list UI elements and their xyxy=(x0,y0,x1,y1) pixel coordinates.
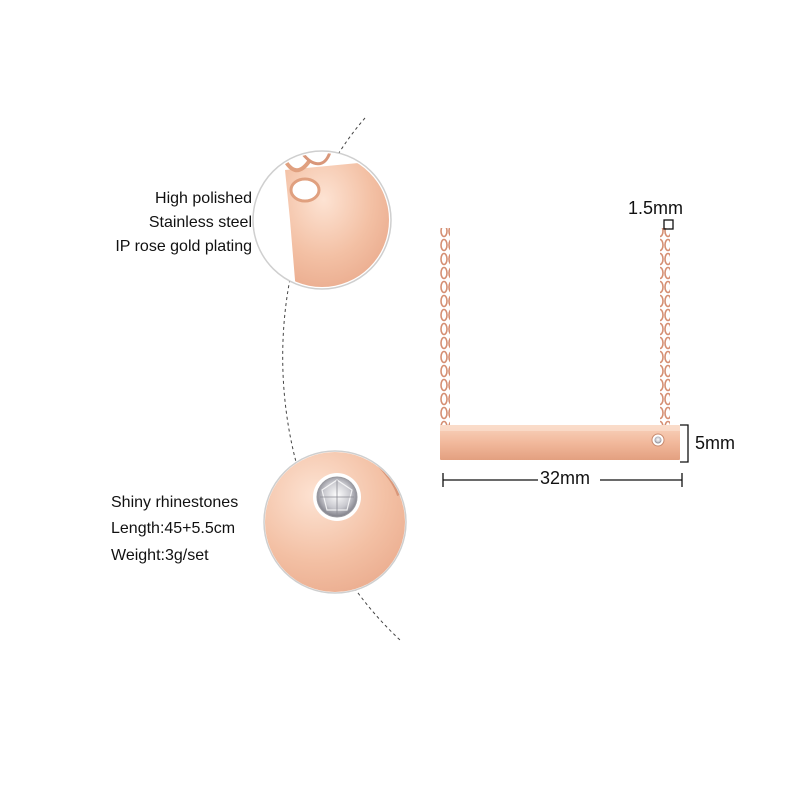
dimension-marks xyxy=(442,219,689,487)
feature-weight: Weight:3g/set xyxy=(111,547,209,564)
feature-rhinestones: Shiny rhinestones xyxy=(111,494,239,511)
zoom-circle-clasp-icon xyxy=(252,150,392,290)
dimension-bar-height: 5mm xyxy=(695,433,735,453)
feature-stainless-steel: Stainless steel xyxy=(148,214,252,231)
dimension-chain-width: 1.5mm xyxy=(628,198,684,218)
feature-high-polished: High polished xyxy=(155,190,252,207)
dimension-bar-length: 32mm xyxy=(540,468,591,488)
zoom-circle-rhinestone-icon xyxy=(263,450,407,594)
necklace-product-icon xyxy=(440,228,680,460)
feature-length: Length:45+5.5cm xyxy=(111,520,236,537)
feature-ip-plating: IP rose gold plating xyxy=(115,238,252,255)
